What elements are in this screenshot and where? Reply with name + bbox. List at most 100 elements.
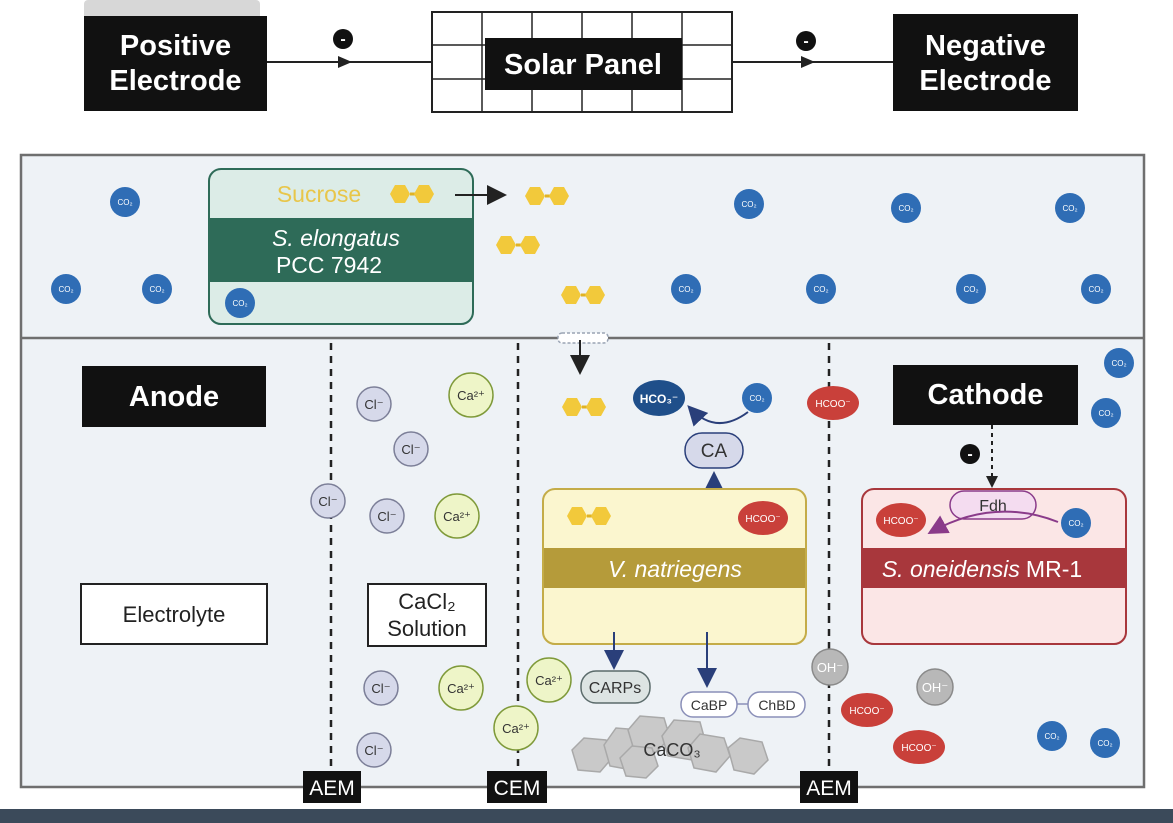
cacl2-label: CaCl₂ [398, 589, 455, 614]
membrane-label-cem: CEM [494, 777, 541, 800]
co2-molecule: CO₂ [1090, 728, 1120, 758]
membrane-label-aem-right: AEM [806, 777, 852, 800]
svg-text:CO₂: CO₂ [741, 200, 756, 209]
cathode-electron-arrowhead [986, 476, 998, 488]
chloride-ion: Cl⁻ [310, 483, 346, 519]
co2-molecule: CO₂ [1037, 721, 1067, 751]
svg-text:Cl⁻: Cl⁻ [377, 509, 396, 524]
hydroxide-ion: OH⁻ [916, 668, 954, 706]
caco3-crystals [571, 715, 769, 779]
sucrose-label: Sucrose [277, 181, 361, 207]
svg-text:CO₂: CO₂ [1098, 409, 1113, 418]
bottom-strip [0, 809, 1173, 823]
svg-text:HCOO⁻: HCOO⁻ [883, 516, 918, 527]
svg-text:HCOO⁻: HCOO⁻ [745, 514, 780, 525]
chloride-ion: Cl⁻ [356, 732, 392, 768]
svg-text:CO₂: CO₂ [1068, 519, 1083, 528]
cathode-box [893, 365, 1078, 425]
svg-text:CO₂: CO₂ [1088, 285, 1103, 294]
calcium-ion: Ca²⁺ [448, 372, 494, 418]
svg-text:Cl⁻: Cl⁻ [371, 681, 390, 696]
svg-text:Cl⁻: Cl⁻ [401, 442, 420, 457]
co2-molecule: CO₂ [1061, 508, 1091, 538]
formate-ion: HCOO⁻ [893, 730, 945, 764]
svg-text:Ca²⁺: Ca²⁺ [535, 673, 563, 688]
svg-text:CO₂: CO₂ [898, 204, 913, 213]
negative-electrode-line2: Electrode [919, 65, 1051, 97]
anode-label: Anode [129, 381, 219, 413]
hydroxide-ion: OH⁻ [811, 648, 849, 686]
svg-text:OH⁻: OH⁻ [817, 660, 843, 675]
chbd-label: ChBD [758, 697, 795, 713]
co2-molecule: CO₂ [1104, 348, 1134, 378]
membrane-label-aem-left: AEM [309, 777, 355, 800]
solar-panel-label-box [485, 38, 682, 90]
svg-text:CO₂: CO₂ [149, 285, 164, 294]
chloride-ion: Cl⁻ [363, 670, 399, 706]
svg-text:Ca²⁺: Ca²⁺ [502, 721, 530, 736]
electron-left-icon [333, 29, 353, 49]
anode-box [82, 366, 266, 427]
svg-text:CO₂: CO₂ [232, 299, 247, 308]
solution-label: Solution [387, 616, 467, 641]
svg-text:CO₂: CO₂ [58, 285, 73, 294]
electrolyte-label: Electrolyte [123, 602, 226, 627]
calcium-ion: Ca²⁺ [493, 705, 539, 751]
s-elongatus-strain: PCC 7942 [276, 252, 382, 278]
svg-text:CO₂: CO₂ [1111, 359, 1126, 368]
divider-pore [557, 332, 609, 344]
cathode-label: Cathode [928, 379, 1044, 411]
bicarbonate-ion: HCO₃⁻ [633, 380, 685, 416]
co2-molecule: CO₂ [110, 187, 140, 217]
positive-electrode-line2: Electrode [109, 65, 241, 97]
cabp-chbd-fusion [680, 691, 806, 718]
chloride-ion: Cl⁻ [356, 386, 392, 422]
svg-text:CO₂: CO₂ [117, 198, 132, 207]
wire-right-arrowhead [801, 56, 815, 68]
co2-molecule: CO₂ [51, 274, 81, 304]
co2-molecule: CO₂ [742, 383, 772, 413]
svg-text:HCO₃⁻: HCO₃⁻ [640, 392, 679, 406]
electron-left-label: - [340, 31, 345, 48]
svg-text:CO₂: CO₂ [1044, 732, 1059, 741]
svg-text:Ca²⁺: Ca²⁺ [447, 681, 475, 696]
electron-cathode-icon [960, 444, 980, 464]
calcium-ion: Ca²⁺ [526, 657, 572, 703]
co2-molecule: CO₂ [1081, 274, 1111, 304]
svg-text:CO₂: CO₂ [678, 285, 693, 294]
electron-cathode-label: - [967, 446, 972, 463]
svg-text:CO₂: CO₂ [963, 285, 978, 294]
carbonic-anhydrase-arrow [687, 405, 749, 427]
svg-text:CO₂: CO₂ [813, 285, 828, 294]
calcium-ion: Ca²⁺ [438, 665, 484, 711]
v-natriegens-label: V. natriegens [608, 556, 742, 582]
co2-molecule: CO₂ [671, 274, 701, 304]
svg-text:HCOO⁻: HCOO⁻ [901, 743, 936, 754]
membrane-label-box [800, 771, 858, 803]
ca-enzyme [684, 432, 744, 469]
svg-text:Cl⁻: Cl⁻ [364, 743, 383, 758]
positive-electrode-line1: Positive [120, 30, 231, 62]
co2-molecule: CO₂ [225, 288, 255, 318]
s-elongatus-cell [208, 168, 474, 325]
formate-ion: HCOO⁻ [841, 693, 893, 727]
electron-right-label: - [803, 33, 808, 50]
wire-left-arrowhead [338, 56, 352, 68]
electron-right-icon [796, 31, 816, 51]
svg-text:Ca²⁺: Ca²⁺ [443, 509, 471, 524]
caco3-label: CaCO₃ [643, 740, 700, 760]
co2-molecule: CO₂ [1055, 193, 1085, 223]
svg-text:OH⁻: OH⁻ [922, 680, 948, 695]
formate-ion: HCOO⁻ [738, 501, 788, 535]
formate-ion: HCOO⁻ [876, 503, 926, 537]
chloride-ion: Cl⁻ [393, 431, 429, 467]
cabp-label: CaBP [691, 697, 728, 713]
svg-text:Ca²⁺: Ca²⁺ [457, 388, 485, 403]
calcium-ion: Ca²⁺ [434, 493, 480, 539]
fdh-reduction-arrow [927, 510, 1059, 534]
cacl2-solution-box [367, 583, 487, 647]
negative-electrode-line1: Negative [925, 30, 1046, 62]
chloride-ion: Cl⁻ [369, 498, 405, 534]
